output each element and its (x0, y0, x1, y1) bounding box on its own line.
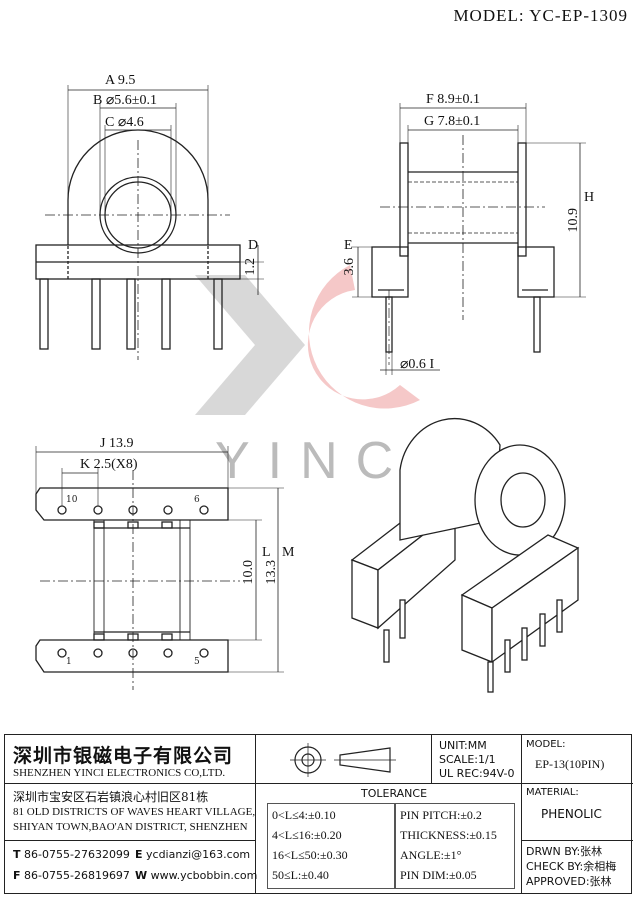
dim-e-value: 3.6 (342, 258, 357, 276)
model-label: MODEL: (526, 739, 566, 750)
dim-i: ⌀0.6 I (400, 357, 435, 372)
pin-tol-row: ANGLE:±1° (400, 848, 462, 862)
material-value: PHENOLIC (541, 807, 602, 821)
model-title: MODEL: YC-EP-1309 (453, 6, 628, 25)
drawing-canvas: YINCI (35, 85, 586, 693)
tol-row: 16<L≤50:±0.30 (272, 848, 348, 862)
ul-rec: UL REC:94V-0 (439, 767, 515, 780)
dim-b: B ⌀5.6±0.1 (93, 93, 157, 108)
scale: SCALE:1/1 (439, 753, 496, 766)
dim-l-value: 10.0 (241, 560, 256, 585)
bottom-view (35, 446, 284, 690)
material-label: MATERIAL: (526, 787, 579, 798)
tol-row: 0<L≤4:±0.10 (272, 808, 336, 822)
dim-k: K 2.5(X8) (80, 457, 138, 472)
address-en-2: SHIYAN TOWN,BAO'AN DISTRICT, SHENZHEN (13, 821, 248, 833)
dim-d-letter: D (248, 238, 259, 253)
pin-label-6: 6 (194, 495, 200, 505)
dim-m-letter: M (282, 545, 295, 560)
tolerance-title: TOLERANCE (361, 787, 428, 800)
title-block: 深圳市银磁电子有限公司 SHENZHEN YINCI ELECTRONICS C… (4, 734, 633, 894)
dim-a: A 9.5 (105, 73, 136, 88)
check-by: CHECK BY:余相梅 (526, 860, 617, 873)
fax: F 86-0755-26819697 (13, 869, 130, 882)
dim-d-value: 1.2 (243, 258, 258, 276)
dim-m-value: 13.3 (264, 560, 279, 585)
company-name-en: SHENZHEN YINCI ELECTRONICS CO,LTD. (13, 767, 226, 779)
model-value: EP-13(10PIN) (535, 757, 605, 771)
front-view (35, 85, 264, 360)
dim-l-letter: L (262, 545, 271, 560)
watermark-text: YINCI (215, 432, 444, 490)
pin-label-1: 1 (66, 657, 72, 667)
pin-label-10: 10 (66, 495, 78, 505)
projection-symbol (290, 743, 396, 777)
dim-g: G 7.8±0.1 (424, 114, 481, 129)
address-cn: 深圳市宝安区石岩镇浪心村旧区81栋 (13, 790, 209, 804)
dim-c: C ⌀4.6 (105, 115, 144, 130)
isometric-view (350, 417, 580, 693)
watermark-logo (195, 265, 420, 415)
side-view (352, 103, 586, 375)
tol-row: 50≤L:±0.40 (272, 868, 329, 882)
dim-j: J 13.9 (100, 436, 134, 451)
pin-tol-row: PIN DIM:±0.05 (400, 868, 477, 882)
pin-tol-row: THICKNESS:±0.15 (400, 828, 497, 842)
dim-e-letter: E (344, 238, 353, 253)
dim-h-value: 10.9 (566, 208, 581, 233)
pin-tol-row: PIN PITCH:±0.2 (400, 808, 482, 822)
drawn-by: DRWN BY:张林 (526, 845, 603, 858)
pin-label-5: 5 (194, 657, 200, 667)
tolerance-box: 0<L≤4:±0.10 4<L≤16:±0.20 16<L≤50:±0.30 5… (267, 803, 395, 889)
address-en-1: 81 OLD DISTRICTS OF WAVES HEART VILLAGE, (13, 806, 256, 818)
pin-tolerance-box: PIN PITCH:±0.2 THICKNESS:±0.15 ANGLE:±1°… (395, 803, 515, 889)
email: E ycdianzi@163.com (135, 848, 251, 861)
dim-h-letter: H (584, 190, 595, 205)
approved-by: APPROVED:张林 (526, 875, 612, 888)
website: W www.ycbobbin.com (135, 869, 258, 882)
unit: UNIT:MM (439, 739, 487, 752)
phone: T 86-0755-27632099 (13, 848, 130, 861)
dim-f: F 8.9±0.1 (426, 92, 480, 107)
company-name-cn: 深圳市银磁电子有限公司 (13, 745, 234, 767)
tol-row: 4<L≤16:±0.20 (272, 828, 342, 842)
